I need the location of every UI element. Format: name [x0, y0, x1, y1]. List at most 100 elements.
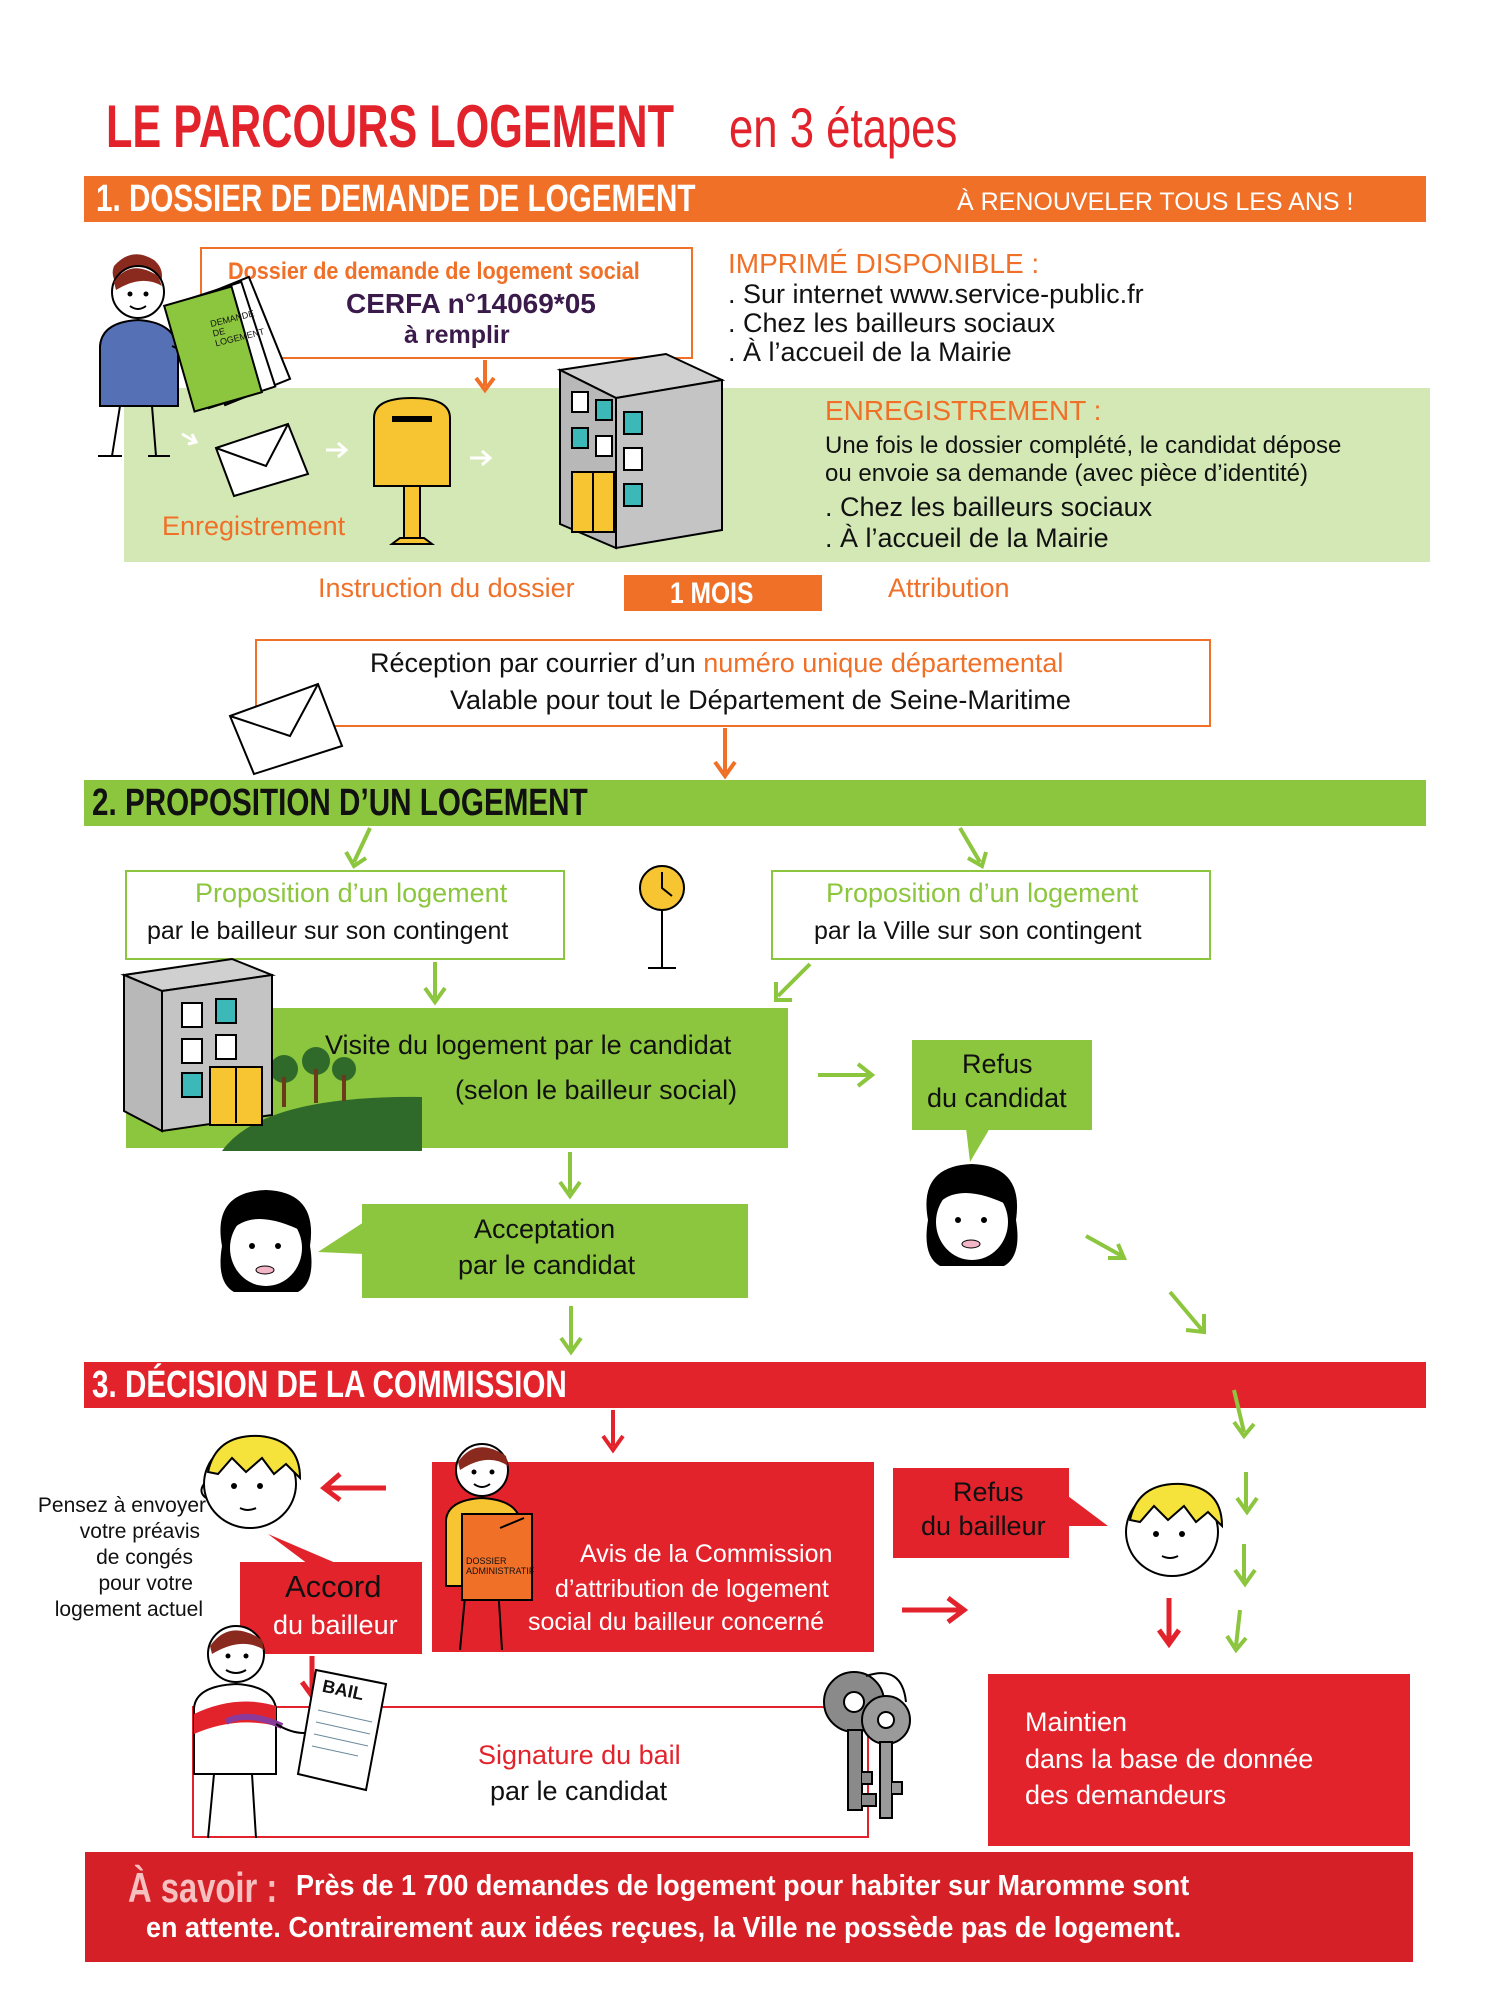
notice-line-1: Pensez à envoyer [37, 1494, 206, 1517]
keys-icon [823, 1671, 911, 1819]
accord-line-2: du bailleur [273, 1610, 398, 1640]
registration-item-2: . À l’accueil de la Mairie [825, 523, 1109, 553]
visit-line-1: Visite du logement par le candidat [325, 1030, 732, 1060]
registration-title: ENREGISTREMENT : [825, 395, 1102, 426]
reception-highlight: numéro unique départemental [703, 648, 1064, 678]
step2-header-title: 2. PROPOSITION D’UN LOGEMENT [92, 782, 588, 824]
building-icon [556, 352, 726, 550]
boy-face-icon [200, 1434, 302, 1529]
arrow-down-icon [423, 962, 447, 1006]
acceptance-line-1: Acceptation [474, 1214, 616, 1244]
refus-candidat-bubble [912, 1040, 1092, 1130]
acceptance-line-2: par le candidat [458, 1250, 636, 1280]
notice-line-5: logement actuel [54, 1598, 203, 1621]
notice-line-3: de congés [96, 1546, 193, 1569]
arrow-right-icon [818, 1062, 876, 1088]
clock-icon [639, 865, 685, 969]
accord-line-1: Accord [285, 1569, 382, 1604]
arrow-down-icon [1235, 1472, 1259, 1516]
envelope-icon [228, 682, 344, 776]
arrow-down-icon [601, 1410, 625, 1454]
notice-line-2: votre préavis [79, 1520, 200, 1543]
signature-line-2: par le candidat [490, 1776, 668, 1806]
maintien-line-1: Maintien [1025, 1707, 1128, 1737]
commission-line-2: d’attribution de logement [555, 1575, 829, 1603]
footer-banner [85, 1852, 1413, 1962]
maintien-line-3: des demandeurs [1025, 1780, 1227, 1810]
woman-face-icon [220, 1190, 312, 1292]
registration-label: Enregistrement [162, 511, 346, 541]
footer-line-1: Près de 1 700 demandes de logement pour … [296, 1870, 1190, 1902]
speech-tail-icon [1068, 1496, 1108, 1526]
maintien-box [988, 1674, 1410, 1846]
person-with-dossier-icon [445, 1443, 533, 1651]
form-box-action: à remplir [404, 321, 510, 349]
form-box-cerfa: CERFA n°14069*05 [346, 288, 596, 319]
refus-bailleur-line-2: du bailleur [921, 1511, 1046, 1541]
accord-bubble [240, 1562, 422, 1654]
building-with-hill-icon [120, 957, 422, 1151]
printed-title: IMPRIMÉ DISPONIBLE : [728, 248, 1040, 279]
page-title: LE PARCOURS LOGEMENT en 3 étapes [106, 92, 1022, 172]
proposal-bailleur-sub: par le bailleur sur son contingent [147, 917, 509, 945]
instruction-label: Instruction du dossier [318, 573, 575, 603]
reception-prefix: Réception par courrier d’un [370, 648, 704, 678]
dossier-label: DOSSIER ADMINISTRATIF [466, 1556, 535, 1576]
commission-line-3: social du bailleur concerné [528, 1608, 825, 1636]
arrow-down-icon [1233, 1544, 1257, 1588]
speech-tail-icon [268, 1534, 338, 1564]
registration-band [124, 388, 1430, 562]
arrow-down-icon [774, 962, 812, 1002]
arrow-down-icon [713, 728, 737, 780]
reception-line-2: Valable pour tout le Département de Sein… [450, 685, 1071, 715]
maintien-line-2: dans la base de donnée [1025, 1744, 1314, 1774]
proposal-bailleur-title: Proposition d’un logement [195, 878, 508, 908]
arrow-right-icon [181, 432, 199, 446]
arrow-down-icon [1225, 1609, 1248, 1654]
attribution-label: Attribution [888, 573, 1010, 603]
step1-header-bar [84, 176, 1426, 222]
person-with-form-icon [98, 254, 292, 457]
visit-line-2: (selon le bailleur social) [455, 1075, 738, 1105]
registration-text-1: Une fois le dossier complété, le candida… [825, 432, 1342, 459]
speech-tail-icon [966, 1128, 990, 1162]
proposal-ville-sub: par la Ville sur son contingent [814, 917, 1142, 945]
step3-header-bar [84, 1362, 1426, 1408]
printed-item-3: . À l’accueil de la Mairie [728, 337, 1012, 367]
envelope-icon [214, 422, 310, 498]
form-box-title: Dossier de demande de logement social [228, 258, 640, 285]
arrow-right-icon [326, 441, 349, 459]
arrow-down-icon [559, 1306, 583, 1356]
step1-header-note: À RENOUVELER TOUS LES ANS ! [957, 188, 1354, 216]
proposal-ville-title: Proposition d’un logement [826, 878, 1139, 908]
arrow-down-icon [1168, 1290, 1206, 1335]
duration-label: 1 MOIS [670, 577, 754, 610]
proposal-ville-box [771, 870, 1211, 960]
footer-line-2: en attente. Contrairement aux idées reçu… [146, 1912, 1182, 1944]
arrow-down-icon [958, 826, 988, 870]
signature-line-1: Signature du bail [478, 1740, 681, 1770]
proposal-bailleur-box [125, 870, 565, 960]
printed-item-1: . Sur internet www.service-public.fr [728, 279, 1144, 309]
reception-box [255, 639, 1211, 727]
title-main: LE PARCOURS LOGEMENT [106, 93, 675, 160]
step2-header-bar [84, 780, 1426, 826]
arrow-down-icon [1156, 1598, 1182, 1649]
printed-item-2: . Chez les bailleurs sociaux [728, 308, 1056, 338]
person-signing-icon [193, 1625, 388, 1839]
mailbox-icon [373, 396, 451, 545]
step3-header-title: 3. DÉCISION DE LA COMMISSION [92, 1364, 567, 1406]
arrow-down-icon [344, 827, 372, 869]
arrow-down-icon [558, 1152, 582, 1200]
refus-candidat-line-2: du candidat [927, 1083, 1067, 1113]
registration-text-2: ou envoie sa demande (avec pièce d’ident… [825, 460, 1308, 487]
footer-label: À savoir : [128, 1864, 278, 1911]
title-suffix: en 3 étapes [729, 96, 958, 159]
notice-line-4: pour votre [98, 1572, 193, 1595]
arrow-right-icon [470, 449, 493, 467]
woman-face-icon [926, 1164, 1018, 1266]
step1-header-title: 1. DOSSIER DE DEMANDE DE LOGEMENT [96, 178, 696, 220]
arrow-down-icon [474, 360, 496, 394]
arrow-left-icon [320, 1472, 386, 1502]
registration-item-1: . Chez les bailleurs sociaux [825, 492, 1153, 522]
